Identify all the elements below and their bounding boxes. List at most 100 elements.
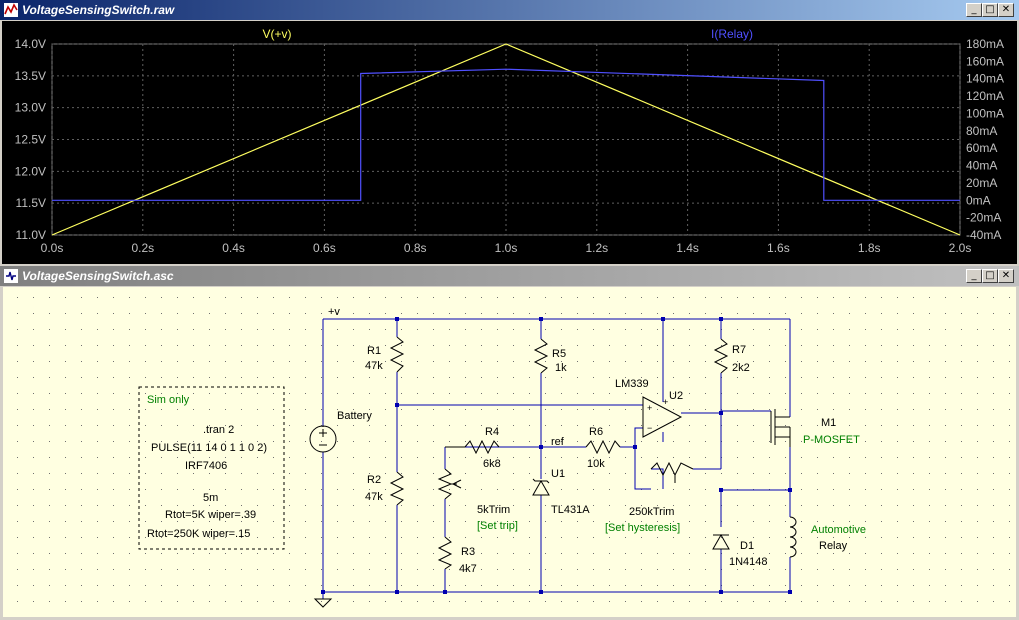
label-d1: D1: [740, 540, 754, 552]
resistor-r5: [533, 338, 549, 374]
diode-d1: [712, 533, 730, 550]
label-set-trip: [Set trip]: [477, 520, 518, 532]
note-line-0: .tran 2: [203, 424, 234, 436]
waveform-app-icon: [4, 3, 18, 17]
right-tick-label: 120mA: [966, 89, 1004, 103]
schematic-drawing[interactable]: +v Battery R1 47k R2 47k R3 4k7 R4 6k8 R…: [3, 287, 1016, 617]
x-tick-label: 0.4s: [222, 241, 245, 255]
legend-i-relay[interactable]: I(Relay): [711, 27, 753, 41]
relay-coil: [789, 516, 797, 558]
label-relay-2: Relay: [819, 540, 848, 552]
left-tick-label: 14.0V: [15, 37, 46, 51]
x-tick-label: 0.6s: [313, 241, 336, 255]
resistor-r1: [389, 336, 405, 373]
restore-button[interactable]: □: [982, 269, 998, 283]
left-tick-label: 13.5V: [15, 69, 46, 83]
right-tick-label: 100mA: [966, 106, 1004, 120]
minimize-button[interactable]: _: [966, 3, 982, 17]
label-r1: R1: [367, 345, 381, 357]
label-u1: U1: [551, 468, 565, 480]
left-tick-label: 13.0V: [15, 101, 46, 115]
legend-v-plus[interactable]: V(+v): [262, 27, 291, 41]
svg-text:+: +: [647, 403, 652, 413]
left-tick-label: 12.0V: [15, 164, 46, 178]
label-d1-value: 1N4148: [729, 556, 768, 568]
right-tick-label: 60mA: [966, 141, 997, 155]
label-u2: U2: [669, 390, 683, 402]
right-tick-label: 140mA: [966, 72, 1004, 86]
schematic-wires: [322, 318, 791, 599]
note-line-6: Rtot=250K wiper=.15: [147, 528, 250, 540]
label-r4: R4: [485, 426, 499, 438]
svg-text:+: +: [663, 397, 668, 407]
waveform-titlebar[interactable]: VoltageSensingSwitch.raw _ □ ✕: [0, 0, 1019, 20]
resistor-r7: [713, 338, 729, 374]
close-button[interactable]: ✕: [998, 269, 1014, 283]
label-r5: R5: [552, 348, 566, 360]
left-tick-label: 11.0V: [16, 228, 46, 242]
resistor-r6: [585, 439, 621, 455]
series-v-plus-line[interactable]: [51, 43, 961, 236]
label-m1-value: P-MOSFET: [803, 434, 860, 446]
label-ref: ref: [551, 436, 565, 448]
label-r2: R2: [367, 474, 381, 486]
label-m1: M1: [821, 417, 836, 429]
close-button[interactable]: ✕: [998, 3, 1014, 17]
series-i-relay-line[interactable]: [52, 68, 960, 201]
x-tick-label: 0.0s: [41, 241, 64, 255]
note-line-1: PULSE(11 14 0 1 1 0 2): [151, 442, 267, 454]
schematic-app-icon: [4, 269, 18, 283]
minimize-button[interactable]: _: [966, 269, 982, 283]
label-set-hysteresis: [Set hysteresis]: [605, 522, 680, 534]
right-tick-label: 0mA: [966, 193, 991, 207]
label-r7-value: 2k2: [732, 362, 750, 374]
label-r6: R6: [589, 426, 603, 438]
right-tick-label: 160mA: [966, 54, 1004, 68]
label-r5-value: 1k: [555, 362, 567, 374]
waveform-window: VoltageSensingSwitch.raw _ □ ✕ 0.0s 0.2s 0…: [0, 0, 1019, 265]
schematic-window: VoltageSensingSwitch.asc _ □ ✕: [0, 266, 1019, 620]
schematic-labels: +v Battery R1 47k R2 47k R3 4k7 R4 6k8 R…: [147, 306, 866, 575]
schematic-grid: [3, 287, 1016, 617]
label-u2-value: LM339: [615, 378, 649, 390]
label-u1-value: TL431A: [551, 504, 590, 516]
resistor-r2: [389, 471, 405, 506]
opamp-symbol: [642, 396, 683, 438]
ground-symbol: [313, 598, 333, 608]
label-r1-value: 47k: [365, 360, 383, 372]
schematic-components: [138, 336, 797, 608]
right-tick-label: 40mA: [966, 159, 997, 173]
label-r2-value: 47k: [365, 491, 383, 503]
right-tick-label: 180mA: [966, 37, 1004, 51]
x-tick-label: 0.8s: [404, 241, 427, 255]
x-tick-label: 1.2s: [585, 241, 608, 255]
note-line-2: IRF7406: [185, 460, 227, 472]
label-5ktrim: 5kTrim: [477, 504, 510, 516]
right-tick-label: 80mA: [966, 124, 997, 138]
label-r6-value: 10k: [587, 458, 605, 470]
schematic-canvas[interactable]: +v Battery R1 47k R2 47k R3 4k7 R4 6k8 R…: [3, 287, 1016, 617]
label-r3-value: 4k7: [459, 563, 477, 575]
label-r3: R3: [461, 546, 475, 558]
label-r4-value: 6k8: [483, 458, 501, 470]
schematic-window-title: VoltageSensingSwitch.asc: [22, 269, 174, 283]
right-tick-label: 20mA: [966, 176, 997, 190]
label-250ktrim: 250kTrim: [629, 506, 674, 518]
left-tick-label: 12.5V: [15, 133, 46, 147]
label-relay-1: Automotive: [811, 524, 866, 536]
resistor-r3: [437, 536, 453, 570]
x-tick-label: 1.4s: [676, 241, 699, 255]
restore-button[interactable]: □: [982, 3, 998, 17]
label-battery: Battery: [337, 410, 372, 422]
note-line-4: 5m: [203, 492, 218, 504]
left-tick-label: 11.5V: [16, 196, 46, 210]
x-tick-label: 1.0s: [495, 241, 518, 255]
resistor-r4: [464, 439, 500, 455]
waveform-window-title: VoltageSensingSwitch.raw: [22, 3, 175, 17]
x-tick-label: 0.2s: [131, 241, 154, 255]
schematic-titlebar[interactable]: VoltageSensingSwitch.asc _ □ ✕: [0, 266, 1019, 286]
label-vplus: +v: [328, 306, 340, 318]
label-r7: R7: [732, 344, 746, 356]
